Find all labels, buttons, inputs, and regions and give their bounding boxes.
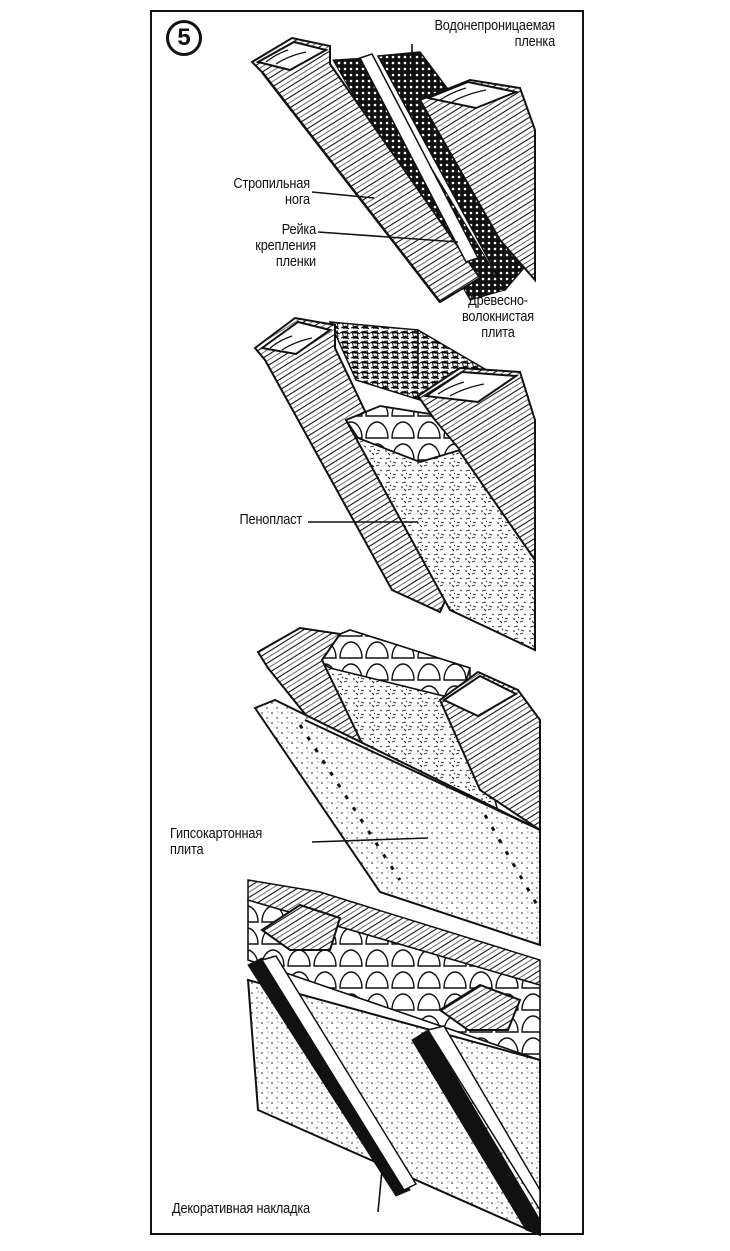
label-rafter: Стропильная нога <box>233 176 310 208</box>
leader-lines <box>308 44 459 1213</box>
label-foam: Пенопласт <box>239 512 302 528</box>
label-drywall: Гипсокартонная плита <box>170 826 263 858</box>
label-trim: Декоративная накладка <box>172 1201 310 1217</box>
figure-number-badge: 5 <box>166 20 202 56</box>
label-film-batten: Рейка крепления пленки <box>255 222 316 270</box>
leader-rafter <box>311 191 375 199</box>
panel-1-film-rafters <box>250 36 536 304</box>
panel-3-gypsum-board <box>253 626 542 947</box>
figure-number: 5 <box>177 24 191 51</box>
label-fiberboard: Древесно- волокнистая плита <box>461 293 535 341</box>
leader-drywall <box>311 837 429 843</box>
leader-trim <box>377 1169 383 1213</box>
label-waterproof-film: Водонепроницаемая пленка <box>434 18 555 50</box>
panel-2-foam-rafters <box>253 316 536 652</box>
panel-4-decorative-trim <box>246 879 541 1237</box>
leader-film-batten <box>317 231 459 243</box>
